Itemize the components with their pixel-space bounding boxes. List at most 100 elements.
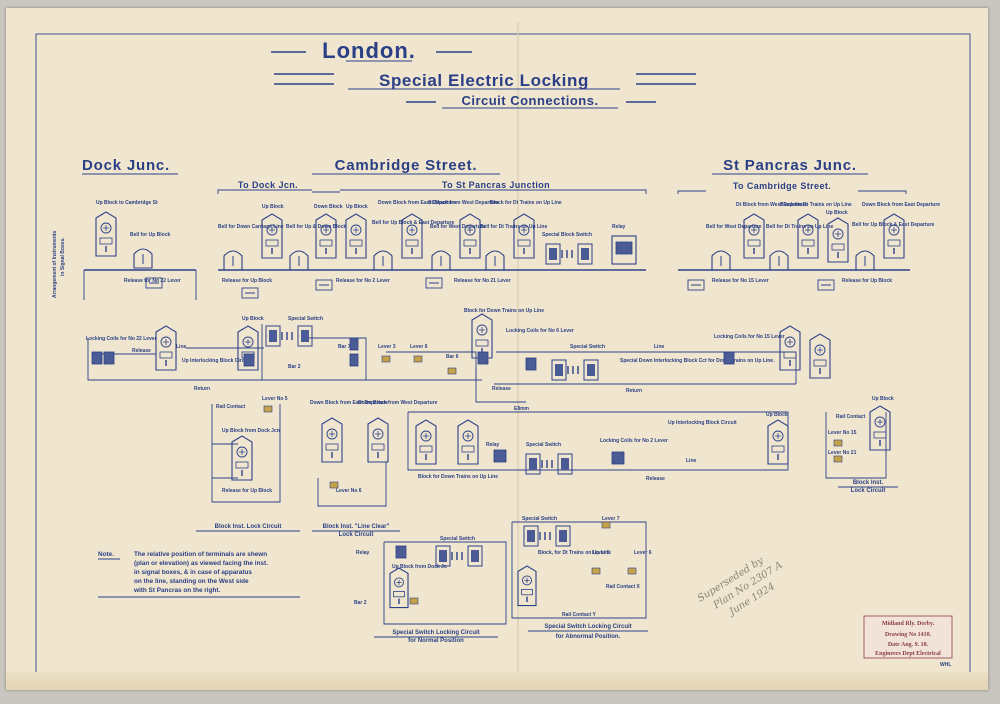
indicator-icon <box>783 351 797 359</box>
block-instrument-icon <box>155 325 177 371</box>
switch-box-icon <box>557 453 573 475</box>
svg-text:Down Block from West Departure: Down Block from West Departure <box>358 400 438 406</box>
svg-text:Up Interlocking Block Circuit: Up Interlocking Block Circuit <box>668 420 737 426</box>
lever-contact-icon <box>263 405 273 413</box>
indicator-icon <box>887 239 901 247</box>
dial-icon <box>832 228 844 240</box>
block-instrument-icon <box>743 213 765 259</box>
svg-text:Block, for Dt Trains on Up Lin: Block, for Dt Trains on Up Line <box>538 550 611 556</box>
svg-text:Block Inst. Lock Circuit: Block Inst. Lock Circuit <box>215 524 282 530</box>
indicator-icon <box>419 445 433 453</box>
indicator-icon <box>475 339 489 347</box>
switch-box-icon <box>467 545 483 567</box>
indicator-icon <box>159 351 173 359</box>
block-instrument-icon <box>315 213 337 259</box>
indicator-icon <box>325 443 339 451</box>
indicator-icon <box>831 243 845 251</box>
archive-reference: RF8MCT 28279-07(1) <box>864 676 972 688</box>
coil-icon <box>525 357 537 371</box>
switch-box-icon <box>435 545 451 567</box>
coil-icon <box>611 451 625 465</box>
dial-icon <box>350 224 362 236</box>
title-special-locking: Special Electric Locking <box>379 71 589 90</box>
release-icon <box>315 279 333 291</box>
switch-contacts-icon <box>527 530 535 542</box>
svg-text:Lever No 21: Lever No 21 <box>828 450 857 456</box>
bell-icon <box>133 248 153 269</box>
side-label: Arrangement of Instruments in Signal Box… <box>52 231 66 298</box>
coil-icon <box>103 351 115 365</box>
dial-icon <box>100 222 112 234</box>
svg-text:Block for Dt Trains on Up Line: Block for Dt Trains on Up Line <box>490 200 562 206</box>
cross-icon <box>245 339 251 345</box>
cross-icon <box>805 227 811 233</box>
lever-contact-icon <box>591 567 601 575</box>
dial-icon <box>242 336 254 348</box>
dial-icon <box>160 336 172 348</box>
dial-icon <box>874 416 886 428</box>
cross-icon <box>524 577 530 584</box>
coil-icon <box>723 351 735 365</box>
bell-icon <box>289 250 309 271</box>
title-block: London. Special Electric Locking Circuit… <box>271 38 696 109</box>
coil-icon <box>477 351 489 365</box>
dial-icon <box>394 577 404 588</box>
dial-icon <box>406 224 418 236</box>
svg-text:Release for Up Block: Release for Up Block <box>842 278 892 284</box>
svg-text:Lever 5: Lever 5 <box>592 550 610 556</box>
svg-text:E8mm: E8mm <box>514 406 530 412</box>
svg-text:Special Switch: Special Switch <box>570 344 605 350</box>
coil-icon <box>493 449 507 463</box>
switch-box-icon <box>523 525 539 547</box>
svg-text:for Abnormal Position.: for Abnormal Position. <box>556 634 621 640</box>
release-icon <box>145 277 163 289</box>
svg-text:Block Inst. "Line Clear": Block Inst. "Line Clear" <box>323 524 390 530</box>
switch-contacts-icon <box>471 550 479 562</box>
svg-text:Bell for Up Block: Bell for Up Block <box>130 232 171 238</box>
cross-icon <box>787 339 793 345</box>
indicator-icon <box>813 359 827 367</box>
indicator-icon <box>235 461 249 469</box>
switch-box-icon <box>545 243 561 265</box>
indicator-icon <box>349 239 363 247</box>
dial-icon <box>266 224 278 236</box>
dial-icon <box>236 446 248 458</box>
svg-text:Special Switch: Special Switch <box>522 516 557 522</box>
svg-text:Down Block from East Departure: Down Block from East Departure <box>862 202 940 208</box>
block-instrument-icon <box>321 417 343 463</box>
switch-contacts-icon <box>581 248 589 260</box>
release-icon <box>425 277 443 289</box>
svg-text:Release for Up Block: Release for Up Block <box>222 278 272 284</box>
svg-text:Block for Down Trains on Up Li: Block for Down Trains on Up Line <box>418 474 498 480</box>
switch-contacts-icon <box>559 530 567 542</box>
dial-icon <box>802 224 814 236</box>
cross-icon <box>467 227 473 233</box>
svg-text:Bell for West Departure: Bell for West Departure <box>706 224 762 230</box>
cross-icon <box>375 431 381 437</box>
circuit-captions: Block Inst. Lock Circuit Block Inst. "Li… <box>196 480 898 644</box>
dial-icon <box>464 224 476 236</box>
svg-text:Return: Return <box>194 386 210 392</box>
cross-icon <box>269 227 275 233</box>
indicator-icon <box>747 239 761 247</box>
dial-icon <box>522 575 532 586</box>
svg-text:Line: Line <box>686 458 696 464</box>
block-instrument-icon <box>261 213 283 259</box>
coil-icon <box>615 241 633 255</box>
svg-text:Relay: Relay <box>612 224 626 230</box>
svg-text:Block for Dt Trains on Up Line: Block for Dt Trains on Up Line <box>780 202 852 208</box>
block-instrument-icon <box>231 435 253 481</box>
switch-contacts-icon <box>555 364 563 376</box>
cross-icon <box>479 327 485 333</box>
switch-contacts-icon <box>439 550 447 562</box>
lever-contact-icon <box>409 597 419 605</box>
cross-icon <box>353 227 359 233</box>
title-london: London. <box>322 38 416 63</box>
svg-text:Bar 7: Bar 7 <box>338 344 351 350</box>
release-icon <box>687 279 705 291</box>
indicator-icon <box>265 239 279 247</box>
cross-icon <box>323 227 329 233</box>
cross-icon <box>877 419 883 425</box>
block-instrument-icon <box>883 213 905 259</box>
indicator-icon <box>521 589 533 596</box>
